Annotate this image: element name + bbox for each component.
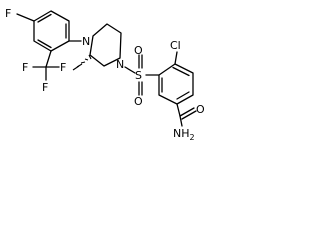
fluoro-atom-label: F — [5, 7, 11, 20]
piperazine-n-top-label: N — [82, 35, 90, 48]
sulfonyl-o-upper-bond — [138, 54, 143, 69]
bond-n-s — [124, 66, 136, 74]
sulfonyl-o-lower-bond — [138, 81, 143, 96]
bond-aryl-cf3 — [45, 50, 52, 68]
sulfonyl-s-label: S — [135, 69, 142, 82]
piperazine-ring — [89, 23, 122, 67]
bond-ring-cl — [174, 51, 178, 65]
benzamide-ring — [158, 63, 194, 105]
chloro-atom-label: Cl — [170, 39, 181, 52]
sulfonyl-o-upper-label: O — [134, 44, 143, 57]
bond-ring-amide-c — [176, 103, 181, 117]
trifluoro-f-left-label: F — [22, 61, 28, 74]
benzamide-double-bonds — [161, 66, 190, 100]
sulfonyl-o-lower-label: O — [134, 95, 143, 108]
methyl-hashed-wedge — [72, 54, 92, 71]
fluorophenyl-double-bonds — [37, 13, 67, 49]
bond-aryl-f — [16, 13, 35, 22]
amide-nh2-subscript: 2 — [190, 133, 195, 141]
bond-amide-c-n — [179, 115, 183, 127]
trifluoro-f-right-label: F — [60, 61, 66, 74]
amide-nh2-label: NH2 — [173, 127, 195, 141]
amide-o-label: O — [196, 103, 205, 116]
piperazine-n-bottom-label: N — [116, 58, 124, 71]
amide-co-double-bond — [179, 107, 197, 120]
molecule-structure: F F F F N N S O O Cl O NH2 — [5, 7, 205, 141]
trifluoro-f-bottom-label: F — [42, 81, 48, 94]
fluorophenyl-ring — [33, 10, 70, 52]
